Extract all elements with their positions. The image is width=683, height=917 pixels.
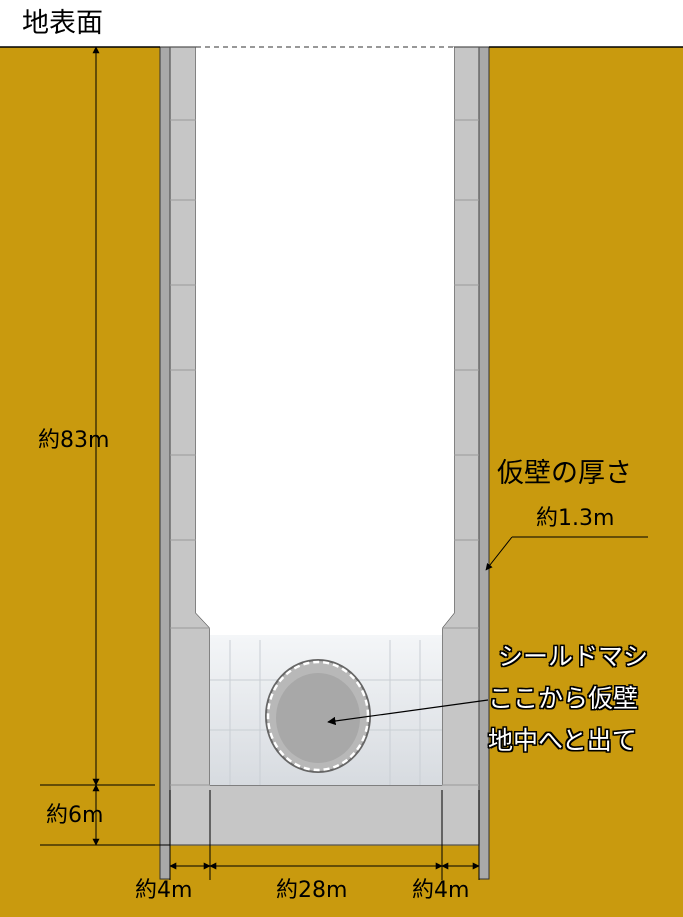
width-left-label: 約4m <box>135 878 193 903</box>
width-right-label: 約4m <box>412 878 470 903</box>
shield-text-line-3: 地中へと出て <box>488 726 637 755</box>
shield-leader <box>327 699 489 726</box>
depth-bottom-label: 約6m <box>46 803 104 828</box>
shaft-interior <box>196 47 454 785</box>
concrete-joints <box>170 119 479 786</box>
width-center-label: 約28m <box>276 878 348 903</box>
wall-thickness-value: 約1.3m <box>536 506 615 531</box>
thickness-leader <box>485 536 513 571</box>
outer-wall-left <box>159 46 171 880</box>
ground-surface-label: 地表面 <box>22 8 103 39</box>
dimension-lines <box>40 46 480 880</box>
wall-thickness-title: 仮壁の厚さ <box>497 458 632 489</box>
shield-text-line-2: ここから仮壁 <box>488 684 639 713</box>
shield-opening-inner <box>276 673 360 763</box>
depth-main-label: 約83m <box>38 428 110 453</box>
shield-text-line-1: シールドマシ <box>498 642 649 671</box>
